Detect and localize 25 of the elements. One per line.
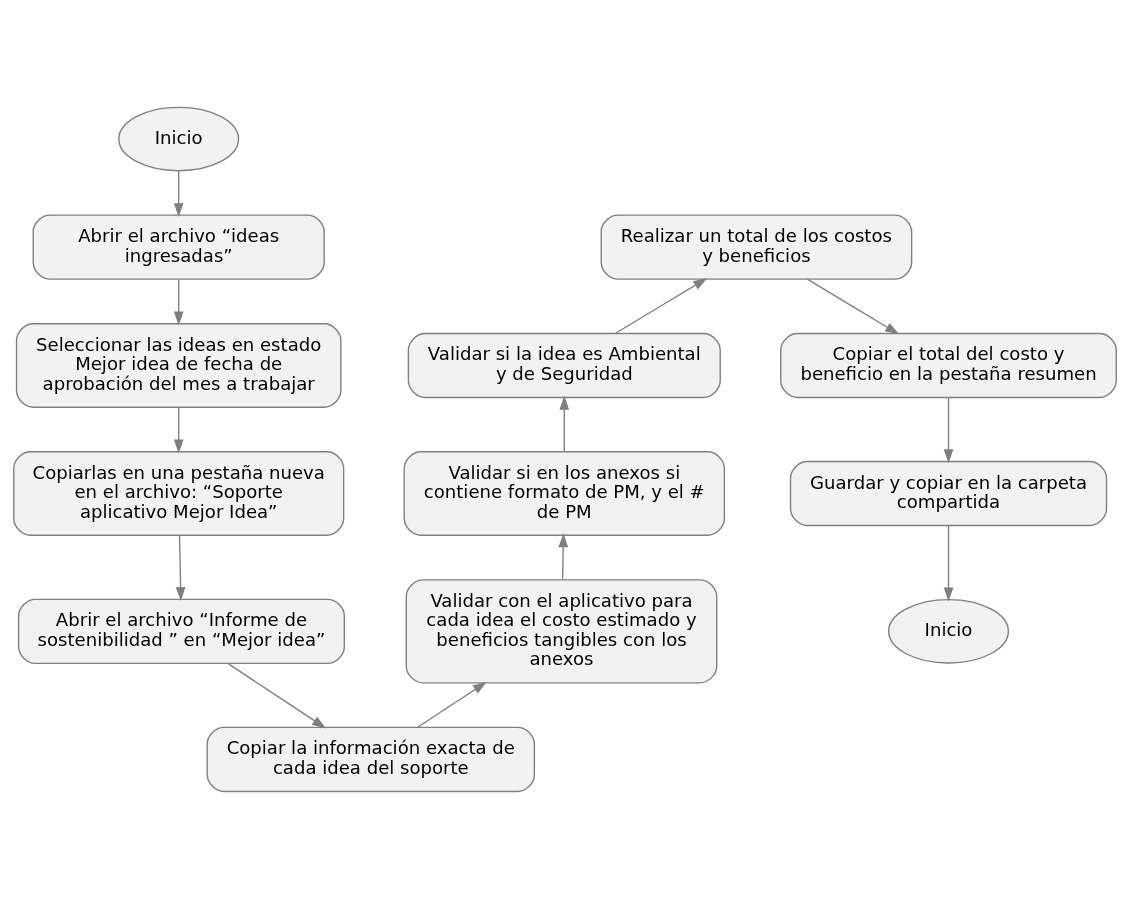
arrow [806, 277, 900, 334]
node-box: Realizar un total de los costos y beneficios [600, 213, 913, 280]
arrow [175, 534, 186, 601]
arrow [943, 524, 954, 602]
node-box: Guardar y copiar en la carpeta compartida [789, 460, 1108, 526]
node-box: Copiarlas en una pestaña nueva en el archivo: “Soporte aplicativo Mejor Idea” [13, 450, 345, 536]
arrow [173, 406, 184, 454]
node-box: Validar con el aplicativo para cada idea el costo estimado y beneficios tangibles con los anexos [405, 578, 718, 684]
node-box: Copiar el total del costo y beneficio en la pestaña resumen [780, 332, 1117, 398]
arrow [558, 532, 569, 580]
node-box: Validar si la idea es Ambiental y de Seguridad [407, 332, 721, 398]
arrow [227, 662, 327, 728]
node-box: Abrir el archivo “ideas ingresadas” [32, 213, 325, 280]
arrow [173, 278, 184, 326]
arrow [614, 277, 708, 334]
arrow [559, 395, 570, 452]
arrow [173, 169, 184, 217]
node-box: Abrir el archivo “Informe de sostenibilidad ” en “Mejor idea” [17, 598, 346, 664]
node-box: Seleccionar las ideas en estado Mejor idea de fecha de aprobación del mes a trabajar [15, 322, 342, 408]
arrow [416, 681, 487, 728]
arrow [943, 396, 954, 463]
node-box: Copiar la información exacta de cada idea del soporte [206, 726, 536, 792]
node-ellipse: Inicio [118, 106, 240, 171]
node-box: Validar si en los anexos si contiene formato de PM, y el # de PM [403, 450, 726, 536]
node-ellipse: Inicio [887, 598, 1010, 664]
